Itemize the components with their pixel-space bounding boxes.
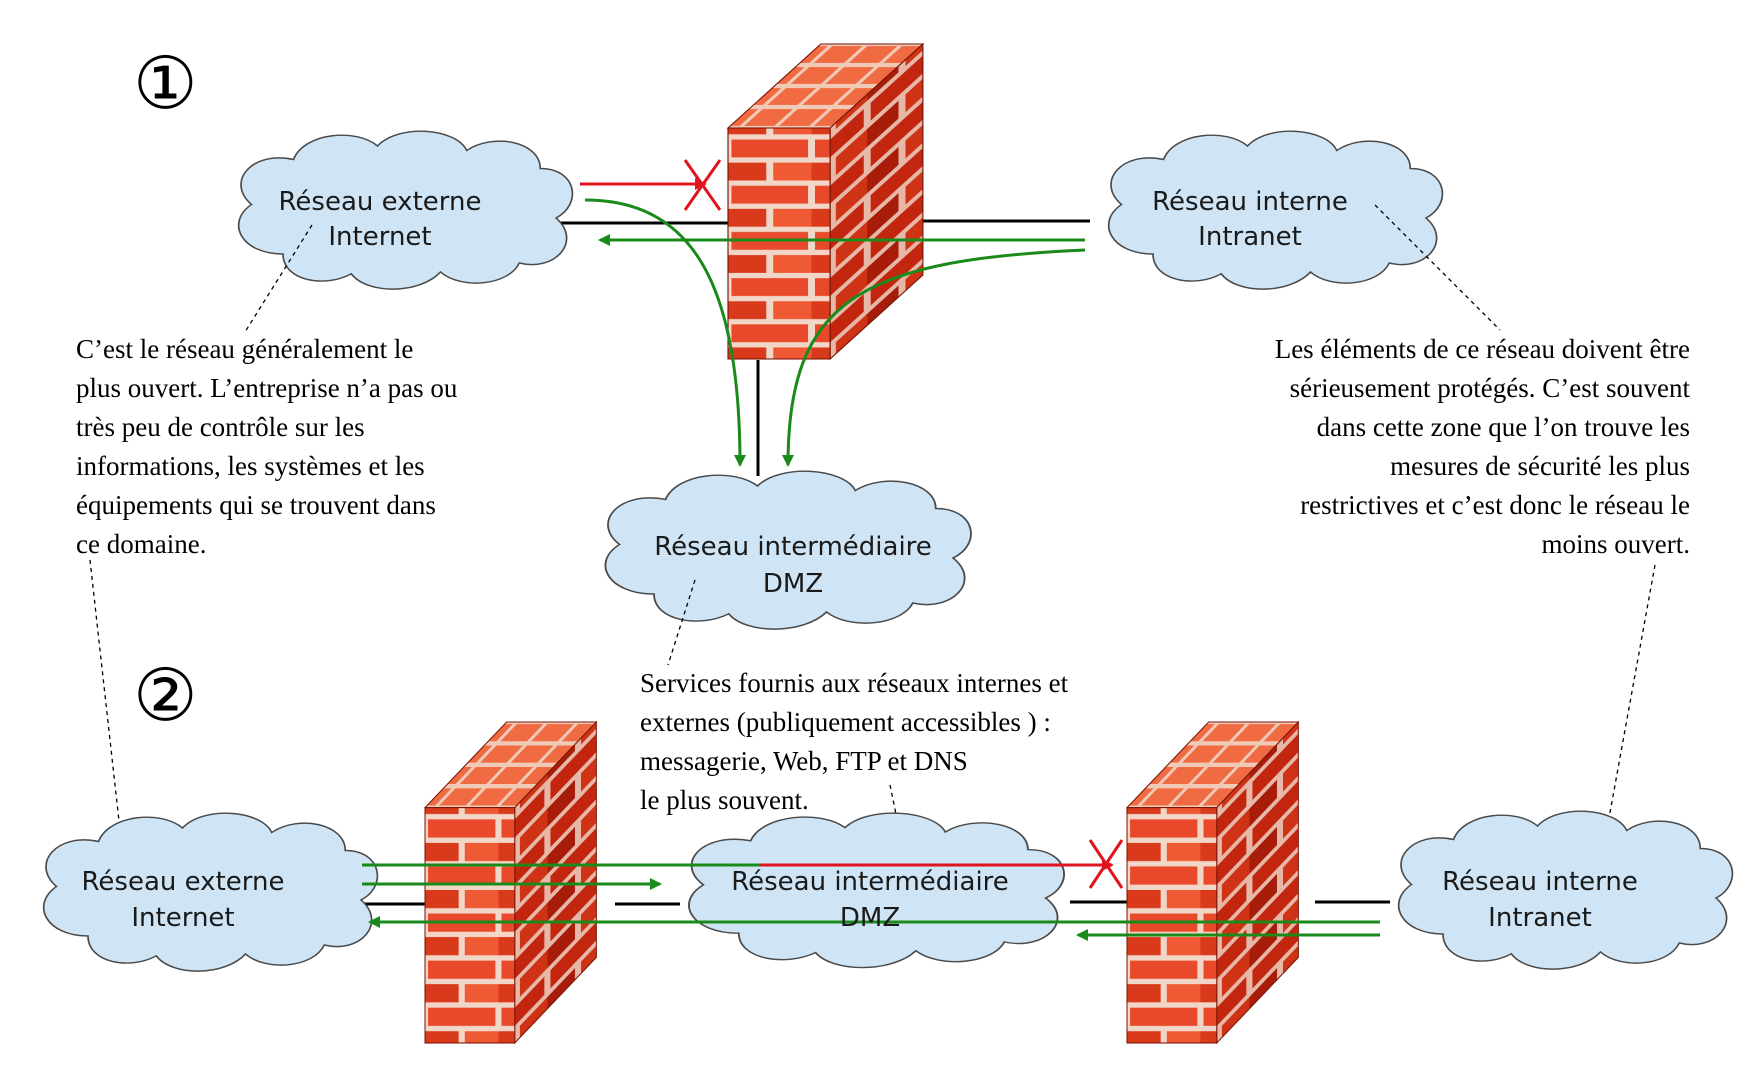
note-internal-line: Les éléments de ce réseau doivent être	[1275, 334, 1690, 364]
external-sublabel-2: Internet	[131, 903, 234, 933]
dmz-label-2: Réseau intermédiaire	[731, 867, 1009, 897]
allowed-flow-internal-dmz	[782, 248, 1086, 467]
note-external: C’est le réseau généralement le plus ouv…	[76, 334, 458, 559]
firewall-2b	[1126, 721, 1299, 1044]
note-external-line: plus ouvert. L’entreprise n’a pas ou	[76, 373, 458, 403]
note-internal-line: mesures de sécurité les plus	[1390, 451, 1690, 481]
leader-dmz-1	[667, 579, 696, 666]
note-dmz-line: Services fournis aux réseaux internes et	[640, 668, 1069, 698]
note-dmz-line: messagerie, Web, FTP et DNS	[640, 746, 968, 776]
note-internal: Les éléments de ce réseau doivent être s…	[1275, 334, 1691, 559]
blocked-x-icon	[683, 159, 722, 211]
note-internal-line: sérieusement protégés. C’est souvent	[1290, 373, 1691, 403]
dmz-label-1: Réseau intermédiaire	[654, 532, 932, 562]
diagram1-marker: ①	[133, 41, 198, 125]
note-external-line: informations, les systèmes et les	[76, 451, 425, 481]
diagram2-marker: ②	[133, 653, 198, 737]
dmz-sublabel-2: DMZ	[840, 903, 900, 933]
note-external-line: très peu de contrôle sur les	[76, 412, 365, 442]
note-dmz-line: le plus souvent.	[640, 785, 809, 815]
note-internal-line: restrictives et c’est donc le réseau le	[1300, 490, 1690, 520]
leader-internal-2	[1604, 564, 1656, 841]
blocked-x-icon	[1088, 839, 1124, 889]
leader-external-2	[89, 559, 121, 831]
external-sublabel-1: Internet	[328, 222, 431, 252]
leader-internal-1	[1374, 204, 1501, 331]
note-external-line: C’est le réseau généralement le	[76, 334, 413, 364]
internal-sublabel-2: Intranet	[1488, 903, 1592, 933]
internal-label-1: Réseau interne	[1152, 187, 1348, 217]
firewall-1	[727, 43, 924, 360]
external-label-2: Réseau externe	[82, 867, 285, 897]
leader-external-1	[244, 224, 313, 333]
note-internal-line: moins ouvert.	[1542, 529, 1691, 559]
internal-sublabel-1: Intranet	[1198, 222, 1302, 252]
external-label-1: Réseau externe	[279, 187, 482, 217]
dmz-sublabel-1: DMZ	[763, 569, 823, 599]
internal-label-2: Réseau interne	[1442, 867, 1638, 897]
note-external-line: équipements qui se trouvent dans	[76, 490, 436, 520]
note-internal-line: dans cette zone que l’on trouve les	[1317, 412, 1690, 442]
note-dmz-line: externes (publiquement accessibles ) :	[640, 707, 1051, 737]
allowed-flow-external-dmz	[584, 198, 746, 467]
note-external-line: ce domaine.	[76, 529, 206, 559]
note-dmz: Services fournis aux réseaux internes et…	[640, 668, 1069, 815]
